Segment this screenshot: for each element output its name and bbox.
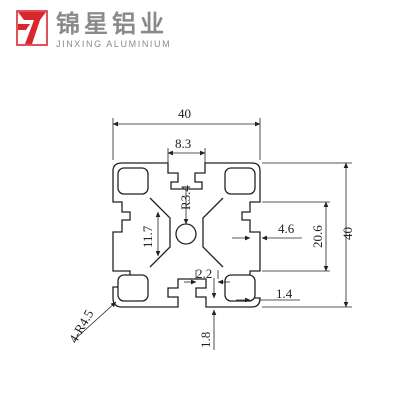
dim-slot-depth-label: 11.7 (140, 225, 155, 248)
dim-slot-width: 8.3 (167, 136, 206, 163)
dim-height: 40 (262, 162, 355, 308)
dim-bottom-thickness: 1.8 (198, 278, 217, 350)
corner-cavity-bottom-right (224, 274, 256, 302)
dim-center-radius-label: R3.4 (178, 185, 193, 210)
center-core (149, 197, 224, 268)
dim-side-height-label: 20.6 (310, 225, 325, 248)
profile-cross-section (112, 162, 261, 308)
dim-lip-thickness: 1.4 (236, 286, 300, 303)
dim-width: 40 (112, 106, 261, 160)
dim-corner-radius-label: 4-R4.5 (66, 307, 97, 345)
corner-cavity-top-right (224, 167, 256, 195)
dim-slot-width-label: 8.3 (175, 136, 191, 151)
brand-name-cn: 锦星铝业 (56, 10, 168, 38)
dim-bottom-thickness-label: 1.8 (198, 332, 213, 348)
dim-width-label: 40 (178, 106, 191, 121)
dim-lip-gap: 2.2 (184, 266, 230, 285)
brand-name-en: JINXING ALUMINIUM (56, 39, 172, 49)
dim-wall-thickness: 4.6 (232, 221, 302, 241)
header: 锦星铝业 JINXING ALUMINIUM (0, 0, 400, 62)
profile-drawing: 40 8.3 R3.4 11.7 4.6 20.6 40 (66, 106, 355, 350)
dim-lip-gap-label: 2.2 (196, 266, 212, 281)
dim-corner-radius: 4-R4.5 (66, 301, 117, 346)
center-hole (175, 223, 197, 245)
brand-logo-icon (16, 10, 48, 46)
dim-wall-thickness-label: 4.6 (278, 221, 295, 236)
corner-cavity-top-left (117, 167, 149, 195)
dim-side-height: 20.6 (262, 201, 330, 272)
dim-lip-thickness-label: 1.4 (276, 286, 293, 301)
dim-slot-depth: 11.7 (140, 211, 161, 257)
dim-center-radius: R3.4 (178, 185, 193, 225)
dim-height-label: 40 (340, 227, 355, 240)
corner-cavity-bottom-left (117, 274, 149, 302)
